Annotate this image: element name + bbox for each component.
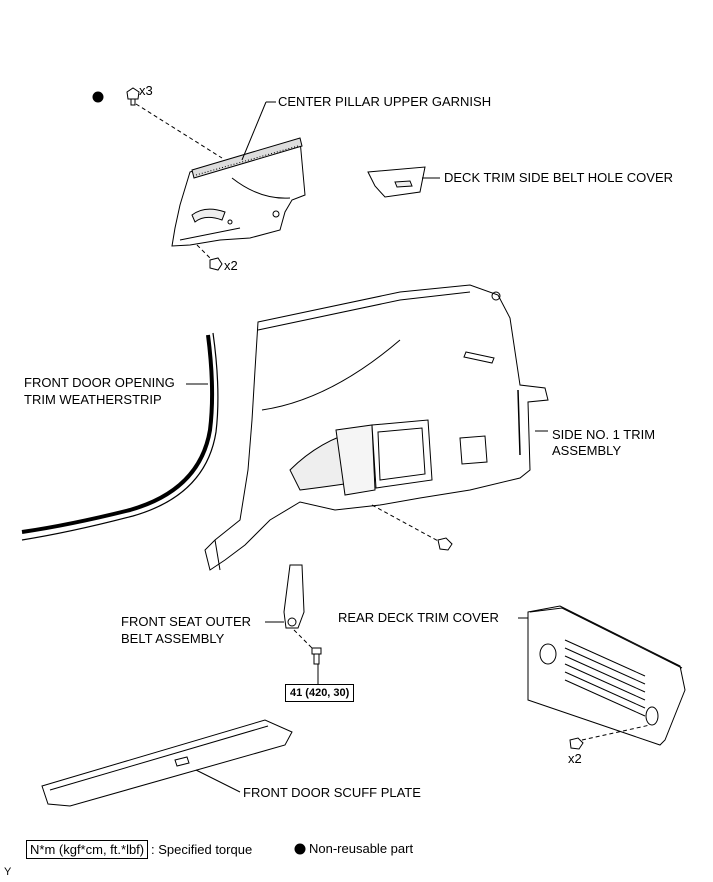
nonreusable-marker-dot [92,91,104,103]
leader-center-pillar [241,101,267,161]
label-front-seat-1: FRONT SEAT OUTER [121,614,252,629]
center-pillar-upper-garnish [171,137,306,247]
corner-code: Y [4,866,12,878]
label-front-door-opening-1: FRONT DOOR OPENING [24,375,175,390]
legend-torque-text: : Specified torque [151,842,253,857]
front-door-opening-weatherstrip [21,334,215,534]
clip-pillar [209,257,223,271]
label-deck-trim-belt-hole-cover: DECK TRIM SIDE BELT HOLE COVER [444,170,673,185]
rear-deck-trim-cover [527,605,686,746]
front-door-scuff-plate [41,719,293,807]
label-side-trim-1: SIDE NO. 1 TRIM [552,427,656,442]
label-center-pillar-upper-garnish: CENTER PILLAR UPPER GARNISH [278,94,492,109]
label-front-door-opening-2: TRIM WEATHERSTRIP [24,392,162,407]
label-side-trim-2: ASSEMBLY [552,443,622,458]
clip-side-trim [437,537,453,551]
label-rear-deck-trim-cover: REAR DECK TRIM COVER [338,610,499,625]
label-front-seat-2: BELT ASSEMBLY [121,631,225,646]
leader-dashed-top [135,103,223,159]
bolt-belt [311,647,322,665]
qty-pillar-clips: x2 [224,258,238,273]
clip-rear-deck [569,737,584,750]
qty-top-clips: x3 [139,83,153,98]
label-front-door-scuff-plate: FRONT DOOR SCUFF PLATE [243,785,421,800]
legend-nonreusable-dot [294,843,306,855]
side-no1-trim-assembly [204,284,549,571]
torque-value-box: 41 (420, 30) [285,684,355,702]
legend-nonreusable-text: Non-reusable part [309,841,414,856]
qty-rear-clips: x2 [568,751,582,766]
clip-top [126,87,140,106]
legend-torque-unit: N*m (kgf*cm, ft.*lbf) [26,840,149,859]
front-seat-outer-belt [283,564,305,629]
